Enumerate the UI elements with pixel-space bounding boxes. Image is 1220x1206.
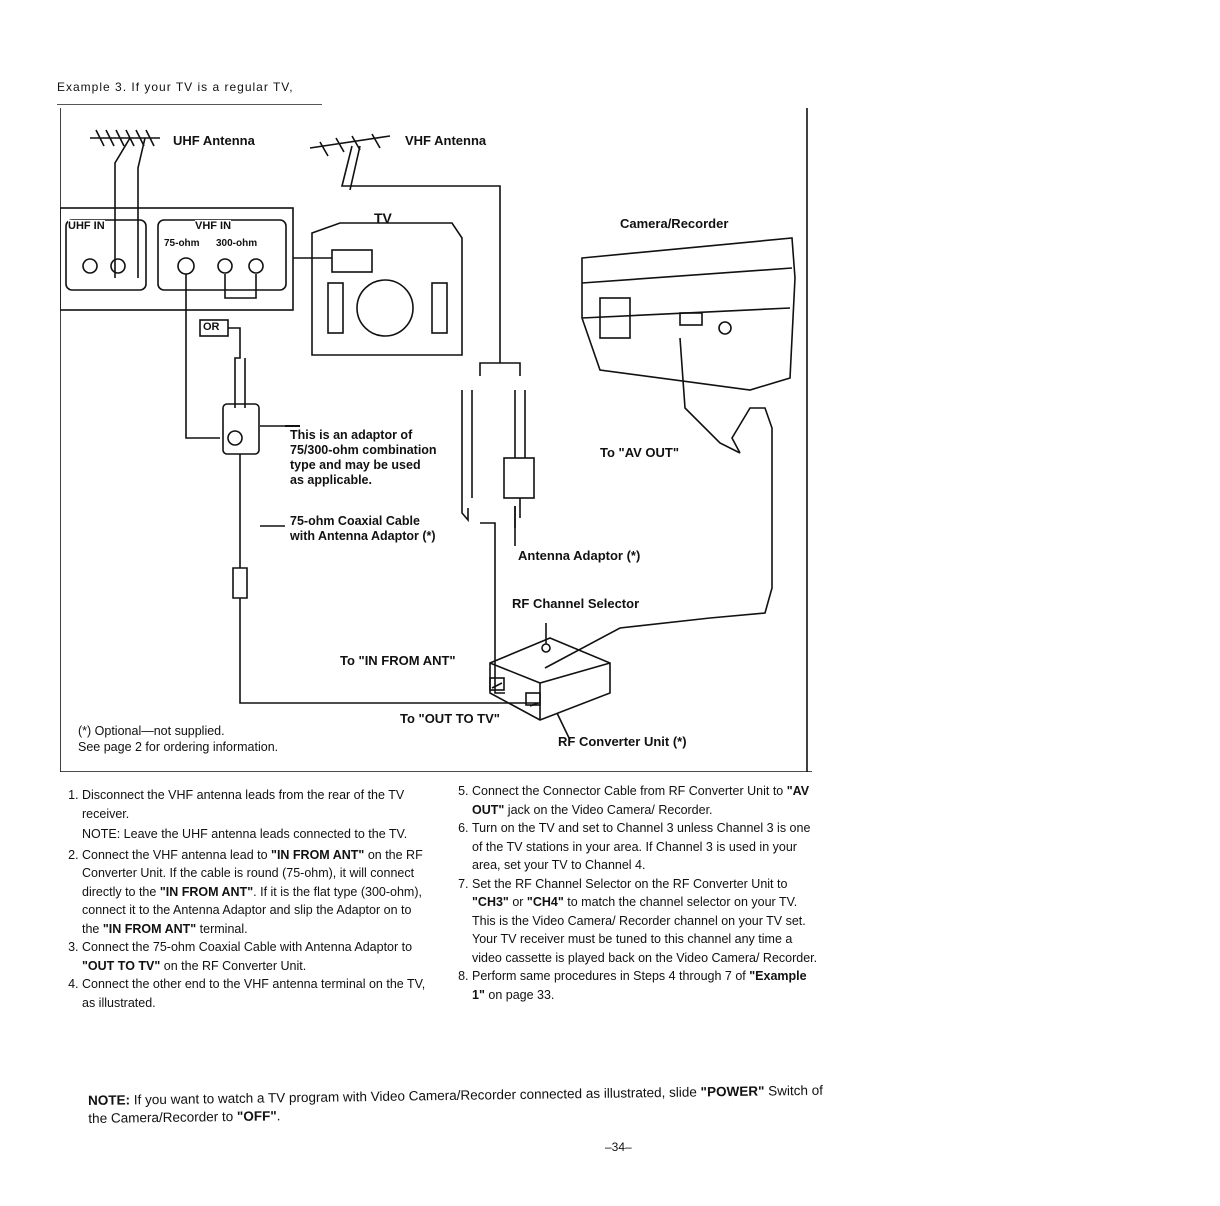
label-to-av-out: To "AV OUT"	[600, 445, 680, 460]
optional-footnote: (*) Optional—not supplied. See page 2 fo…	[78, 724, 279, 754]
diagram-artwork	[60, 108, 812, 772]
rf-converter-unit-icon	[489, 623, 611, 721]
page-number: –34–	[605, 1140, 632, 1154]
label-to-in-from-ant: To "IN FROM ANT"	[340, 653, 456, 668]
heading-rule	[57, 104, 322, 105]
instructions-right-column: Connect the Connector Cable from RF Conv…	[450, 782, 820, 1004]
camera-recorder-icon	[581, 237, 796, 391]
label-coaxial-cable: 75-ohm Coaxial Cable with Antenna Adapto…	[290, 514, 436, 543]
step-1-note: NOTE: Leave the UHF antenna leads connec…	[82, 827, 408, 841]
uhf-antenna-icon	[90, 129, 160, 278]
step-3: Connect the 75-ohm Coaxial Cable with An…	[82, 938, 430, 975]
bottom-note: NOTE: If you want to watch a TV program …	[88, 1082, 824, 1126]
step-5: Connect the Connector Cable from RF Conv…	[472, 782, 820, 819]
label-or: OR	[203, 321, 220, 333]
step-1: Disconnect the VHF antenna leads from th…	[82, 786, 430, 823]
label-rf-channel-selector: RF Channel Selector	[512, 596, 640, 611]
adaptor-75-300	[222, 403, 260, 455]
step-7: Set the RF Channel Selector on the RF Co…	[472, 875, 820, 968]
vhf-antenna-icon	[309, 133, 501, 363]
tv-terminal-panel	[60, 207, 294, 311]
label-antenna-adaptor: Antenna Adaptor (*)	[518, 548, 641, 563]
label-tv: TV	[374, 210, 392, 226]
instructions-left-column: Disconnect the VHF antenna leads from th…	[60, 786, 430, 1012]
connection-diagram: UHF Antenna VHF Antenna TV Camera/Record…	[60, 108, 812, 772]
step-8: Perform same procedures in Steps 4 throu…	[472, 967, 820, 1004]
label-vhf-antenna: VHF Antenna	[405, 133, 487, 148]
label-to-out-to-tv: To "OUT TO TV"	[400, 711, 500, 726]
label-75-ohm: 75-ohm	[164, 238, 200, 249]
tv-icon	[293, 222, 463, 356]
label-300-ohm: 300-ohm	[216, 238, 258, 249]
label-rf-converter-unit: RF Converter Unit (*)	[558, 734, 687, 749]
label-camera-recorder: Camera/Recorder	[620, 216, 729, 231]
step-2: Connect the VHF antenna lead to "IN FROM…	[82, 846, 430, 939]
step-6: Turn on the TV and set to Channel 3 unle…	[472, 819, 820, 875]
step-4: Connect the other end to the VHF antenna…	[82, 975, 430, 1012]
label-vhf-in: VHF IN	[195, 220, 232, 232]
label-uhf-antenna: UHF Antenna	[173, 133, 255, 148]
label-uhf-in: UHF IN	[68, 220, 105, 232]
page-heading: Example 3. If your TV is a regular TV,	[57, 80, 294, 94]
label-adaptor-note: This is an adaptor of 75/300-ohm combina…	[290, 428, 437, 487]
